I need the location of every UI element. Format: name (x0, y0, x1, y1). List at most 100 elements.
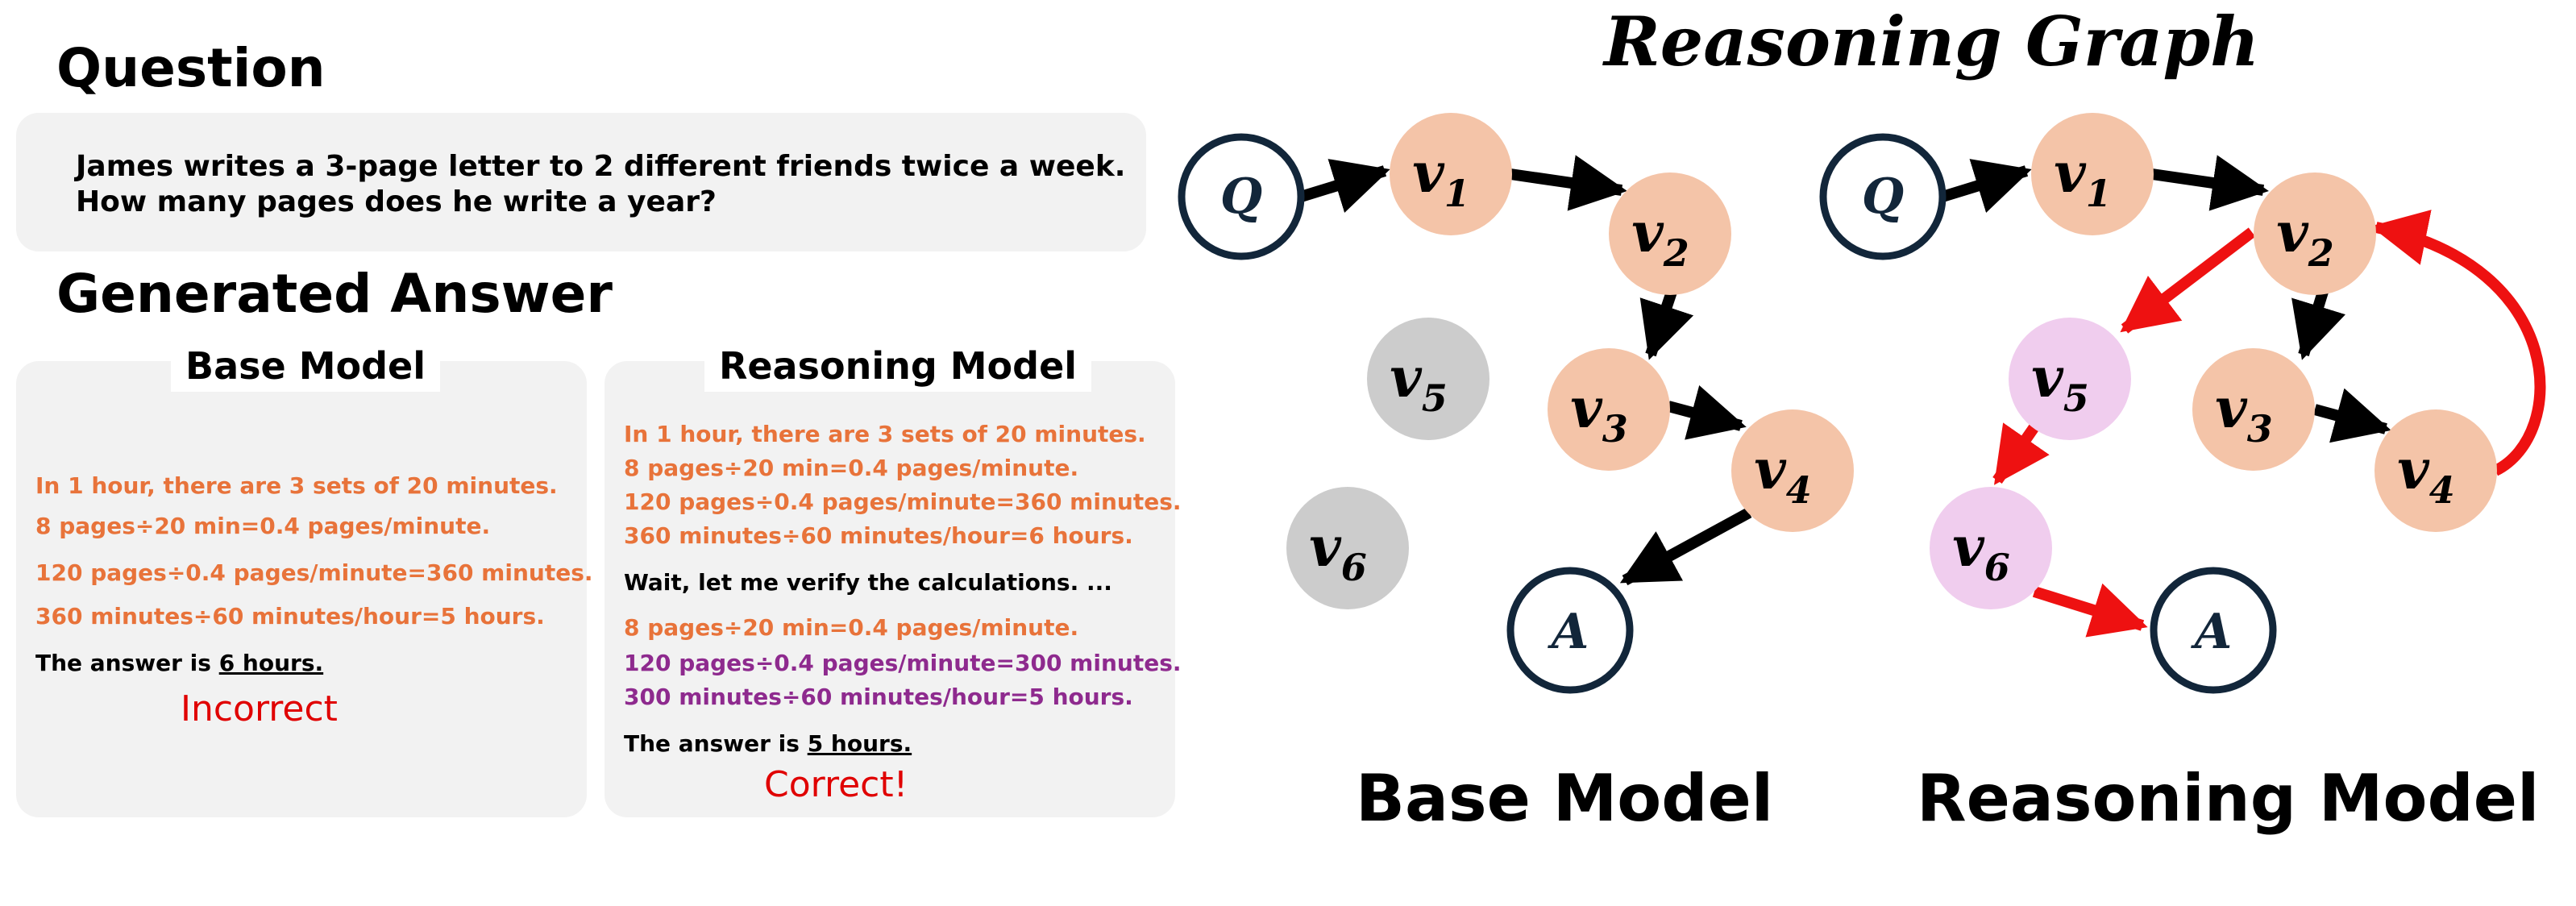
base-node-v4-sub: 4 (1786, 468, 1812, 512)
base-node-v4-v: v (1754, 438, 1787, 502)
base-line-4: 360 minutes÷60 minutes/hour=5 hours. (35, 603, 545, 630)
reasoning-verify-line: Wait, let me verify the calculations. ..… (624, 569, 1112, 596)
reasoning-line-6: 8 pages÷20 min=0.4 pages/minute. (624, 614, 1079, 641)
reasoning-node-q-label: Q (1862, 168, 1904, 225)
base-node-v1-sub: 1 (1444, 172, 1470, 215)
reasoning-node-v3-sub: 3 (2247, 407, 2273, 451)
base-node-v2: v2 (1609, 172, 1731, 295)
base-node-v2-v: v (1631, 201, 1664, 265)
reasoning-node-v5: v5 (2009, 318, 2131, 440)
reasoning-line-4: 360 minutes÷60 minutes/hour=6 hours. (624, 522, 1133, 549)
base-node-v2-sub: 2 (1663, 231, 1689, 275)
base-edge-v4-a (1619, 507, 1752, 586)
reasoning-line-1: In 1 hour, there are 3 sets of 20 minute… (624, 421, 1146, 447)
reasoning-edge-v2-v3 (2291, 289, 2345, 360)
base-node-v3: v3 (1548, 348, 1670, 471)
question-text-line1: James writes a 3-page letter to 2 differ… (76, 150, 1126, 183)
reasoning-edge-v6-a (2032, 583, 2148, 638)
reasoning-node-v4-sub: 4 (2429, 468, 2455, 512)
svg-text:v6: v6 (1309, 515, 1367, 589)
graph-reasoning-model-label: Reasoning Model (1917, 761, 2540, 836)
reasoning-node-v1-v: v (2054, 141, 2087, 206)
base-node-v6-sub: 6 (1341, 546, 1367, 589)
reasoning-node-v3-v: v (2215, 376, 2248, 441)
reasoning-node-v2: v2 (2254, 172, 2376, 295)
base-model-title: Base Model (171, 340, 440, 392)
svg-text:v2: v2 (2276, 201, 2334, 275)
reasoning-node-v6: v6 (1930, 487, 2052, 609)
reasoning-node-v4-v: v (2397, 438, 2430, 502)
base-node-a: A (1506, 567, 1634, 694)
reasoning-line-3: 120 pages÷0.4 pages/minute=360 minutes. (624, 488, 1182, 515)
base-edge-v1-v2 (1509, 155, 1627, 211)
reasoning-node-v3: v3 (2192, 348, 2315, 471)
reasoning-line-2: 8 pages÷20 min=0.4 pages/minute. (624, 455, 1079, 481)
reasoning-line-8: 300 minutes÷60 minutes/hour=5 hours. (624, 684, 1133, 710)
base-answer-value: 6 hours. (218, 650, 324, 676)
base-node-q: Q (1178, 133, 1305, 260)
reasoning-line-7: 120 pages÷0.4 pages/minute=300 minutes. (624, 650, 1182, 676)
svg-text:v1: v1 (2054, 141, 2112, 215)
base-node-v1: v1 (1390, 113, 1512, 235)
reasoning-node-v6-sub: 6 (1984, 546, 2010, 589)
base-model-panel: In 1 hour, there are 3 sets of 20 minute… (16, 361, 593, 817)
reasoning-edge-q-v1 (1940, 159, 2032, 213)
reasoning-edge-v4-v2-loop (2370, 210, 2546, 476)
base-node-v1-v: v (1412, 141, 1445, 206)
reasoning-edge-v2-v5 (2120, 227, 2256, 334)
base-node-v5-v: v (1390, 346, 1423, 410)
base-node-q-label: Q (1220, 168, 1262, 225)
generated-answer-heading: Generated Answer (56, 263, 613, 325)
reasoning-node-q: Q (1819, 133, 1947, 260)
reasoning-answer-prefix: The answer is (624, 730, 808, 757)
base-answer-line: The answer is 6 hours. (35, 650, 323, 676)
base-answer-prefix: The answer is (35, 650, 219, 676)
base-node-v5-sub: 5 (1422, 376, 1448, 420)
reasoning-answer-value: 5 hours. (807, 730, 912, 757)
base-node-a-label: A (1548, 604, 1589, 660)
reasoning-model-title: Reasoning Model (704, 340, 1091, 392)
reasoning-node-v5-v: v (2031, 346, 2064, 410)
reasoning-node-v1: v1 (2031, 113, 2154, 235)
svg-text:v1: v1 (1412, 141, 1470, 215)
question-panel: James writes a 3-page letter to 2 differ… (16, 113, 1146, 251)
question-heading: Question (56, 37, 326, 99)
reasoning-graph-edges (1940, 155, 2546, 638)
reasoning-node-a-label: A (2191, 604, 2233, 660)
reasoning-node-v1-sub: 1 (2086, 172, 2112, 215)
base-edge-q-v1 (1298, 159, 1390, 213)
reasoning-graph-title: Reasoning Graph (1604, 2, 2260, 81)
reasoning-node-v4: v4 (2374, 409, 2497, 532)
base-graph-edges (1298, 155, 1752, 586)
graph-base-model-label: Base Model (1356, 761, 1774, 836)
reasoning-node-v2-v: v (2276, 201, 2309, 265)
base-edge-v3-v4 (1667, 384, 1747, 440)
base-line-1: In 1 hour, there are 3 sets of 20 minute… (35, 472, 558, 499)
question-text-line2: How many pages does he write a year? (76, 185, 717, 218)
base-node-v3-sub: 3 (1602, 407, 1628, 451)
base-node-v6-v: v (1309, 515, 1342, 580)
base-line-2: 8 pages÷20 min=0.4 pages/minute. (35, 513, 491, 539)
reasoning-node-v6-v: v (1952, 515, 1985, 580)
base-node-v6: v6 (1286, 487, 1409, 609)
svg-text:v3: v3 (2215, 376, 2273, 451)
reasoning-edge-v5-v6 (1992, 419, 2050, 485)
svg-text:v4: v4 (1754, 438, 1812, 512)
reasoning-edge-v3-v4 (2313, 388, 2391, 443)
svg-text:v4: v4 (2397, 438, 2455, 512)
base-graph-nodes: Q v1 v2 v5 v3 v4 v6 A (1178, 113, 1854, 694)
svg-text:v2: v2 (1631, 201, 1689, 275)
svg-text:v6: v6 (1952, 515, 2010, 589)
base-node-v3-v: v (1570, 376, 1603, 441)
svg-text:v3: v3 (1570, 376, 1628, 451)
reasoning-node-v5-sub: 5 (2063, 376, 2089, 420)
base-edge-v2-v3 (1639, 289, 1694, 360)
reasoning-verdict: Correct! (764, 764, 908, 805)
base-verdict: Incorrect (181, 688, 338, 729)
reasoning-answer-line: The answer is 5 hours. (624, 730, 912, 757)
svg-text:v5: v5 (1390, 346, 1448, 420)
base-node-v4: v4 (1731, 409, 1854, 532)
base-node-v5: v5 (1367, 318, 1490, 440)
reasoning-model-panel: In 1 hour, there are 3 sets of 20 minute… (605, 361, 1182, 817)
